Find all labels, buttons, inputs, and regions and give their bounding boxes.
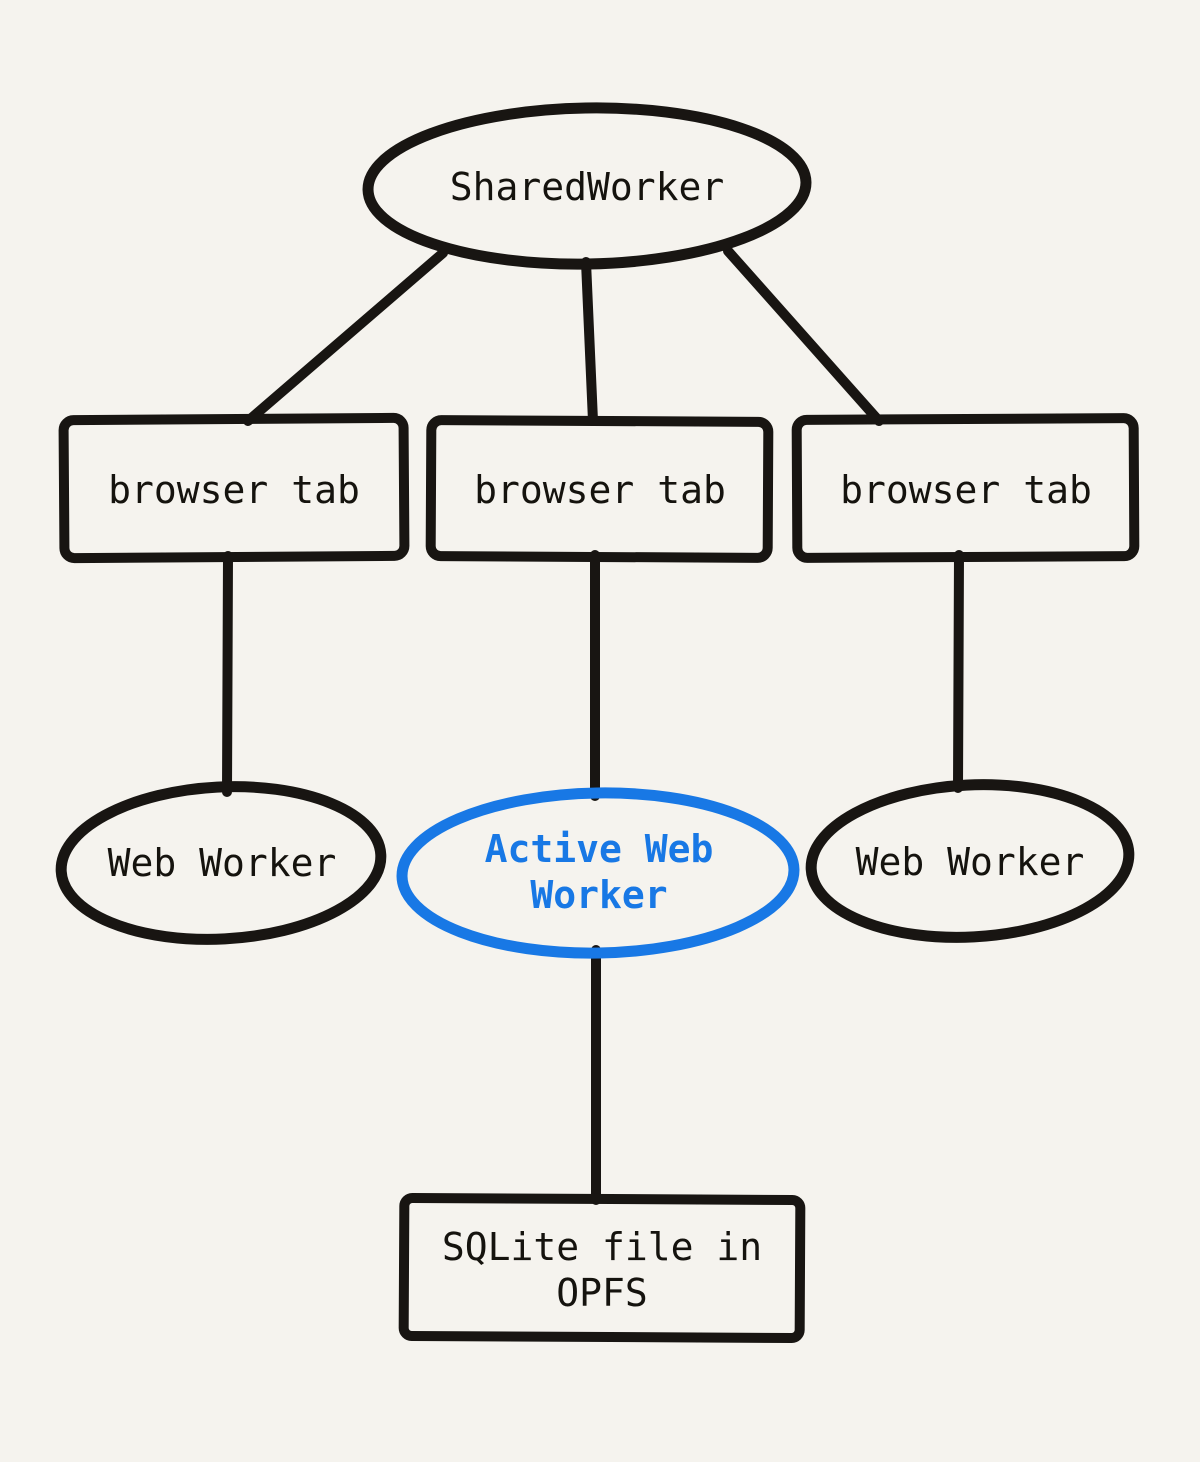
shared-worker-label: SharedWorker: [449, 165, 725, 209]
web-worker-left-node: [55, 781, 387, 945]
edge-browsertab1-webworker: [222, 551, 233, 797]
web-worker-left-label: Web Worker: [107, 841, 337, 885]
edge-browsertab3-webworker: [953, 550, 964, 793]
browser-tab-2-node: [425, 415, 774, 563]
edge-sharedworker-browsertab2: [581, 257, 598, 426]
browser-tab-3-label: browser tab: [840, 468, 1092, 512]
active-web-worker-label: Active Web Worker: [484, 827, 714, 917]
edge-sharedworker-browsertab3: [723, 246, 884, 426]
browser-tab-3-node: [791, 413, 1140, 563]
web-worker-right-node: [805, 779, 1135, 943]
sqlite-file-node: [398, 1193, 806, 1343]
active-web-worker-node: [396, 787, 800, 959]
web-worker-right-label: Web Worker: [855, 840, 1085, 884]
browser-tab-2-label: browser tab: [474, 468, 726, 512]
edge-sharedworker-browsertab1: [243, 248, 448, 426]
shared-worker-node: [362, 102, 812, 270]
browser-tab-1-node: [58, 412, 410, 564]
sqlite-file-label: SQLite file in OPFS: [441, 1225, 763, 1315]
browser-tab-1-label: browser tab: [108, 468, 360, 512]
